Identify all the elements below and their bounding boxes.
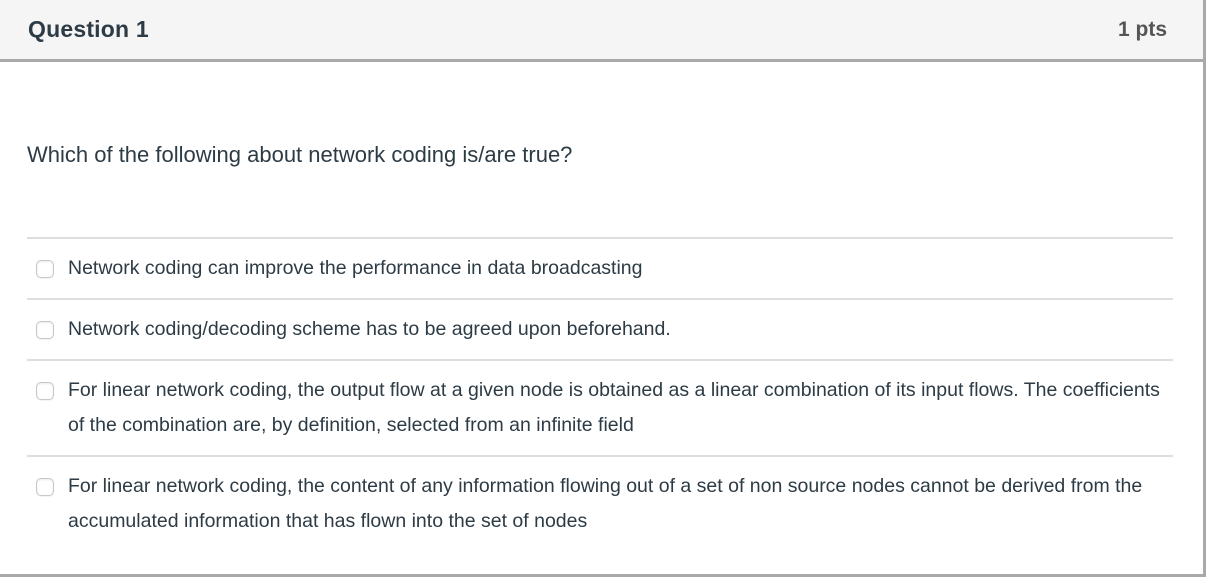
answer-option-row[interactable]: For linear network coding, the content o… bbox=[27, 455, 1173, 551]
answer-option-label[interactable]: For linear network coding, the output fl… bbox=[68, 379, 1160, 436]
question-header: Question 1 1 pts bbox=[0, 0, 1203, 62]
answer-option-row[interactable]: Network coding/decoding scheme has to be… bbox=[27, 298, 1173, 359]
answer-checkbox[interactable] bbox=[36, 260, 54, 278]
question-prompt: Which of the following about network cod… bbox=[27, 142, 573, 167]
answer-option-label[interactable]: Network coding can improve the performan… bbox=[68, 257, 643, 279]
answer-option-row[interactable]: Network coding can improve the performan… bbox=[27, 237, 1173, 298]
answer-option-row[interactable]: For linear network coding, the output fl… bbox=[27, 359, 1173, 455]
answer-checkbox[interactable] bbox=[36, 321, 54, 339]
answer-option-label[interactable]: For linear network coding, the content o… bbox=[68, 475, 1143, 532]
question-body: Which of the following about network cod… bbox=[0, 140, 1203, 551]
question-title: Question 1 bbox=[28, 16, 149, 42]
answer-checkbox[interactable] bbox=[36, 478, 54, 496]
answer-option-label[interactable]: Network coding/decoding scheme has to be… bbox=[68, 318, 671, 340]
answer-checkbox[interactable] bbox=[36, 382, 54, 400]
answer-options-list: Network coding can improve the performan… bbox=[27, 237, 1173, 551]
question-points-badge: 1 pts bbox=[1117, 17, 1167, 41]
